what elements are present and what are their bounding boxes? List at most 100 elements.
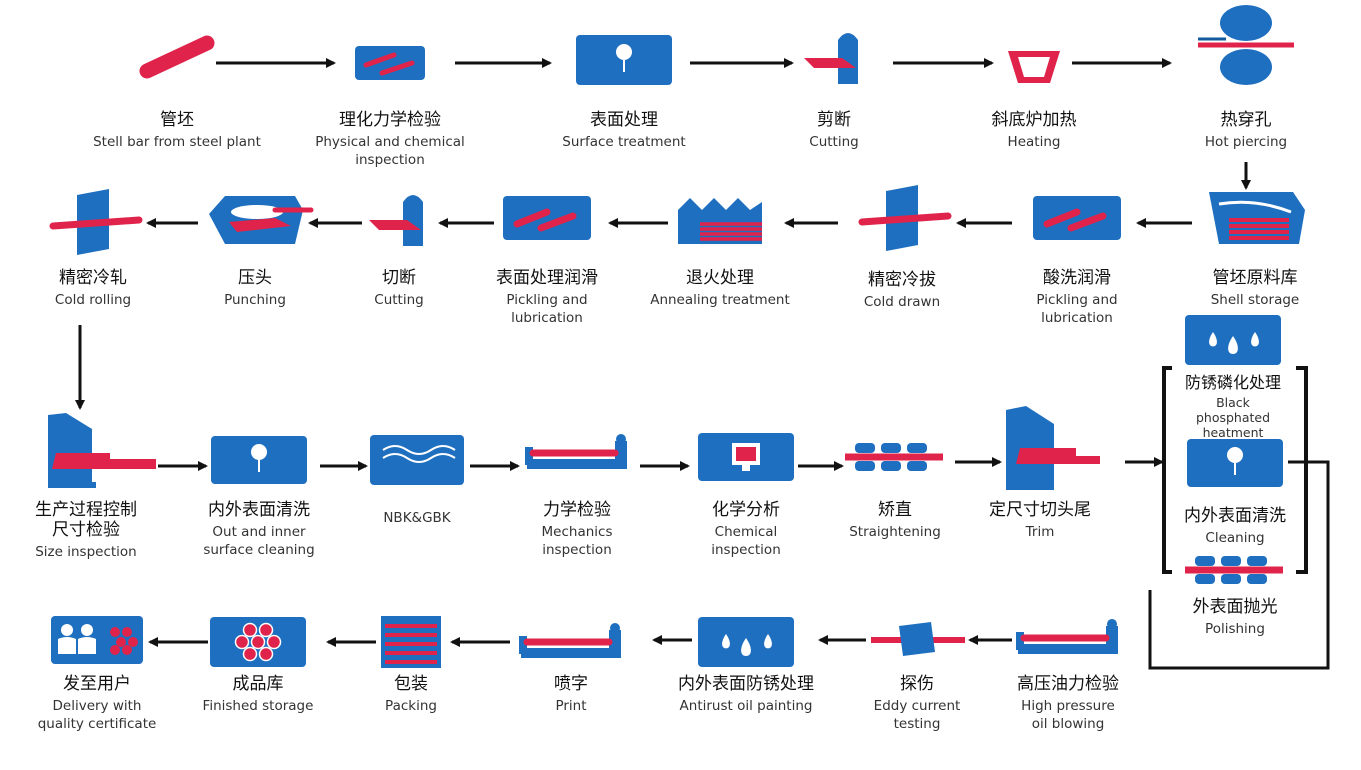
step-label-cn: 喷字: [554, 674, 588, 694]
step-label-cn: 力学检验: [543, 500, 611, 520]
step-label-cn: 压头: [238, 268, 272, 288]
step-cold-drawn: 精密冷拔 Cold drawn: [802, 270, 1002, 311]
step-label-cn: 防锈磷化处理: [1184, 373, 1281, 392]
polishing-rollers-icon: [1185, 556, 1283, 584]
step-label-en: Delivery with quality certificate: [37, 698, 157, 732]
step-label-en: Punching: [224, 292, 286, 308]
step-cutting-2: 切断 Cutting: [299, 268, 499, 309]
straightening-rollers-icon: [845, 443, 943, 471]
step-label-en: Eddy current testing: [873, 698, 961, 732]
step-label-en: Black phosphated heatment: [1195, 395, 1271, 440]
step-label-cn: 表面处理: [590, 110, 658, 130]
step-label-en: Print: [555, 698, 587, 714]
step-label-en: Hot piercing: [1204, 134, 1288, 150]
step-label-en: Annealing treatment: [650, 292, 790, 308]
punching-icon: [209, 196, 314, 244]
step-label-cn: 精密冷拔: [868, 270, 936, 290]
step-label-cn: 外表面抛光: [1192, 597, 1278, 617]
step-cold-rolling: 精密冷轧 Cold rolling: [0, 268, 193, 309]
step-label-cn: 管坯: [160, 110, 194, 130]
pickling-tank-icon: [503, 196, 591, 240]
step-label-en: Pickling and lubrication: [506, 292, 588, 326]
step-steel-bar: 管坯 Stell bar from steel plant: [77, 110, 277, 151]
shell-storage-icon: [1209, 192, 1305, 244]
inspection-box-icon: [355, 46, 425, 80]
options-bracket-left: [1162, 366, 1172, 574]
cutting-icon: [804, 33, 858, 84]
step-label-en: Cold drawn: [863, 294, 941, 310]
step-mechanics-inspection: 力学检验 Mechanics inspection: [477, 500, 677, 559]
step-label-cn: 高压油力检验: [1017, 674, 1119, 694]
step-label-en: Finished storage: [202, 698, 314, 714]
pressure-test-icon: [1016, 619, 1118, 654]
step-label-en: Cleaning: [1205, 530, 1265, 546]
cutting-icon: [369, 195, 423, 246]
step-finished-storage: 成品库 Finished storage: [158, 674, 358, 715]
step-label-en: Packing: [385, 698, 437, 714]
annealing-furnace-icon: [678, 198, 762, 244]
step-label-cn: 酸洗润滑: [1043, 268, 1111, 288]
drops-icon: [698, 617, 794, 667]
step-label-en: Cold rolling: [54, 292, 132, 308]
step-label-cn: 管坯原料库: [1212, 268, 1298, 288]
step-label-cn: 切断: [382, 268, 416, 288]
step-label-en: Straightening: [849, 524, 941, 540]
step-label-cn: 探伤: [900, 674, 934, 694]
bundle-icon: [381, 616, 441, 668]
step-delivery: 发至用户 Delivery with quality certificate: [0, 674, 197, 733]
step-label-en: Polishing: [1205, 621, 1265, 637]
steel-bar-icon: [139, 35, 215, 79]
options-bracket-right: [1296, 366, 1308, 574]
step-shell-storage: 管坯原料库 Shell storage: [1155, 268, 1355, 309]
step-label-cn: 矫直: [878, 500, 912, 520]
step-surface-treatment: 表面处理 Surface treatment: [524, 110, 724, 151]
step-label-en: Trim: [1025, 524, 1055, 540]
trim-saw-icon: [1006, 406, 1100, 490]
hex-bundle-icon: [210, 617, 306, 667]
step-label-en: Size inspection: [35, 544, 137, 560]
die-plate-icon: [49, 189, 143, 255]
surface-treatment-icon: [576, 35, 672, 85]
step-label-en: Stell bar from steel plant: [93, 134, 261, 150]
step-label-en: Chemical inspection: [711, 524, 781, 558]
step-polishing: 外表面抛光 Polishing: [1135, 597, 1335, 638]
die-plate-icon: [858, 185, 952, 251]
step-punching: 压头 Punching: [155, 268, 355, 309]
eddy-coil-icon: [871, 622, 965, 656]
step-surface-cleaning: 内外表面清洗 Out and inner surface cleaning: [159, 500, 359, 559]
monitor-icon: [698, 433, 794, 481]
pickling-tank-icon: [1033, 196, 1121, 240]
step-label-cn: 精密冷轧: [59, 268, 127, 288]
step-label-cn: 发至用户: [63, 674, 131, 694]
step-label-cn: 生产过程控制 尺寸检验: [35, 500, 137, 540]
step-eddy-testing: 探伤 Eddy current testing: [817, 674, 1017, 733]
step-label-cn: 斜底炉加热: [991, 110, 1077, 130]
step-label-cn: 化学分析: [712, 500, 780, 520]
drops-icon: [1185, 315, 1281, 365]
step-label-cn: 成品库: [232, 674, 284, 694]
step-label-en: Shell storage: [1210, 292, 1300, 308]
nbk-furnace-icon: [370, 435, 464, 485]
step-label-en: NBK&GBK: [383, 510, 451, 526]
step-label-en: Out and inner surface cleaning: [203, 524, 315, 558]
step-label-en: Mechanics inspection: [541, 524, 613, 558]
step-label-en: Surface treatment: [562, 134, 686, 150]
step-label-cn: 内外表面清洗: [208, 500, 310, 520]
size-inspection-icon: [48, 413, 156, 488]
step-black-phosphated: 防锈磷化处理 Black phosphated heatment: [1133, 373, 1333, 441]
cleaning-box-icon: [1187, 439, 1283, 487]
step-label-en: Cutting: [374, 292, 424, 308]
step-print: 喷字 Print: [471, 674, 671, 715]
